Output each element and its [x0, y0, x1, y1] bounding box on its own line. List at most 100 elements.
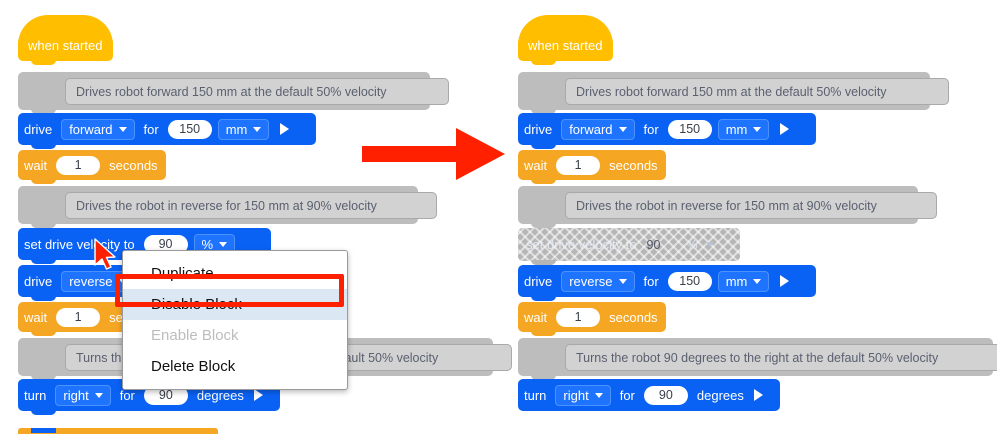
comment-text-2: Drives the robot in reverse for 150 mm a… — [65, 192, 437, 219]
disabled-hatch-pattern — [518, 228, 740, 261]
wait-verb: wait — [24, 157, 48, 173]
velocity-input: 90 — [646, 237, 661, 252]
when-started-label: when started — [28, 38, 103, 53]
for-label: for — [643, 273, 659, 289]
when-started-hat-block[interactable]: when started — [518, 15, 613, 65]
menu-item-label: Delete Block — [151, 358, 236, 375]
direction-dropdown[interactable]: forward — [61, 118, 135, 140]
block-tab — [531, 144, 556, 149]
direction-value: forward — [69, 121, 113, 137]
next-block-sliver — [18, 428, 218, 434]
unit-dropdown[interactable]: mm — [217, 118, 270, 140]
for-label: for — [643, 121, 659, 137]
chevron-down-icon — [618, 126, 627, 132]
turn-direction-dropdown[interactable]: right — [55, 384, 111, 406]
drive-block-reverse[interactable]: drive reverse for 150 mm — [518, 265, 816, 301]
unit-value: mm — [725, 273, 748, 289]
degrees-input[interactable]: 90 — [643, 385, 688, 405]
turn-verb: turn — [524, 387, 547, 403]
wait-block-2[interactable]: wait 1 seconds — [518, 302, 666, 336]
degrees-label: degrees — [696, 387, 744, 403]
block-tab — [31, 331, 56, 336]
unit-dropdown[interactable]: mm — [717, 270, 770, 292]
drive-block-forward[interactable]: drive forward for 150 mm — [18, 113, 316, 149]
hat-dome — [518, 15, 613, 45]
wait-block-1[interactable]: wait 1 seconds — [18, 150, 166, 184]
comment-text-2: Drives the robot in reverse for 150 mm a… — [565, 192, 937, 219]
block-tab — [31, 144, 56, 149]
wait-verb: wait — [524, 309, 548, 325]
turn-block[interactable]: turn right for 90 degrees — [518, 379, 780, 411]
drive-verb: drive — [24, 121, 53, 137]
block-tab — [31, 410, 56, 415]
menu-item-label: Disable Block — [151, 296, 242, 313]
block-tab — [31, 179, 56, 184]
play-icon[interactable] — [780, 123, 790, 135]
block-tab — [531, 109, 556, 114]
unit-value: mm — [225, 121, 248, 137]
next-block-sliver-notch — [31, 428, 56, 433]
play-icon[interactable] — [753, 389, 763, 401]
when-started-label: when started — [528, 38, 603, 53]
velocity-input[interactable]: 90 — [143, 234, 188, 254]
chevron-down-icon — [753, 278, 762, 284]
direction-dropdown[interactable]: reverse — [561, 270, 635, 292]
distance-input[interactable]: 150 — [667, 119, 712, 139]
chevron-down-icon — [94, 392, 103, 398]
wait-seconds-input[interactable]: 1 — [56, 307, 101, 327]
hat-dome — [18, 15, 113, 45]
wait-seconds-input[interactable]: 1 — [556, 307, 601, 327]
for-label: for — [143, 121, 159, 137]
direction-dropdown[interactable]: forward — [561, 118, 635, 140]
when-started-hat-block[interactable]: when started — [18, 15, 113, 65]
block-tab — [531, 223, 556, 228]
direction-value: reverse — [69, 273, 113, 289]
degrees-input[interactable]: 90 — [143, 385, 188, 405]
chevron-down-icon — [753, 126, 762, 132]
unit-value: mm — [725, 121, 748, 137]
wait-seconds-input[interactable]: 1 — [56, 155, 101, 175]
play-icon[interactable] — [780, 275, 790, 287]
comment-text-1: Drives robot forward 150 mm at the defau… — [65, 78, 449, 105]
play-icon[interactable] — [280, 123, 290, 135]
direction-value: reverse — [569, 273, 613, 289]
turn-direction-dropdown[interactable]: right — [555, 384, 611, 406]
menu-item-duplicate[interactable]: Duplicate — [123, 258, 347, 289]
set-drive-velocity-block-disabled[interactable]: set drive velocity to 90 % — [518, 228, 740, 265]
chevron-down-icon — [594, 392, 603, 398]
chevron-down-icon — [219, 241, 228, 247]
mouse-pointer-icon — [94, 238, 116, 270]
block-tab — [531, 375, 556, 380]
distance-input[interactable]: 150 — [167, 119, 212, 139]
set-drive-velocity-label: set drive velocity to — [526, 237, 637, 252]
block-tab — [31, 259, 56, 264]
chevron-down-icon — [618, 278, 627, 284]
menu-item-disable-block[interactable]: Disable Block — [123, 289, 347, 320]
block-context-menu[interactable]: Duplicate Disable Block Enable Block Del… — [122, 250, 348, 390]
wait-block-1[interactable]: wait 1 seconds — [518, 150, 666, 184]
block-tab — [531, 60, 556, 65]
drive-verb: drive — [524, 121, 553, 137]
for-label: for — [619, 387, 635, 403]
distance-input[interactable]: 150 — [667, 271, 712, 291]
block-tab — [31, 296, 56, 301]
drive-verb: drive — [524, 273, 553, 289]
block-tab — [531, 179, 556, 184]
right-arrow-icon — [362, 128, 505, 180]
wait-verb: wait — [24, 309, 48, 325]
menu-item-enable-block: Enable Block — [123, 320, 347, 351]
play-icon[interactable] — [253, 389, 263, 401]
turn-verb: turn — [24, 387, 47, 403]
for-label: for — [119, 387, 135, 403]
disabled-block-content: set drive velocity to 90 % — [518, 228, 740, 261]
drive-block-forward[interactable]: drive forward for 150 mm — [518, 113, 816, 149]
menu-item-delete-block[interactable]: Delete Block — [123, 351, 347, 382]
unit-dropdown[interactable]: mm — [717, 118, 770, 140]
turn-direction-value: right — [63, 387, 89, 403]
wait-unit-label: seconds — [609, 309, 658, 325]
drive-verb: drive — [24, 273, 53, 289]
wait-seconds-input[interactable]: 1 — [556, 155, 601, 175]
block-tab — [531, 260, 556, 265]
chevron-down-icon — [118, 126, 127, 132]
